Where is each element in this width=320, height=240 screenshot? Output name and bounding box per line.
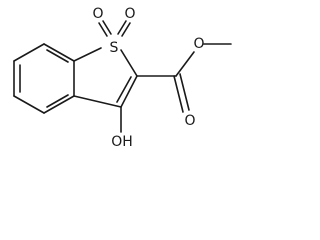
bond-c3a-c7a xyxy=(43,43,75,62)
atom-label-ester-ether-oxygen: O xyxy=(193,36,204,52)
bond-s-o-left-b xyxy=(102,20,112,35)
structure-diagram: S O O O O OH xyxy=(13,6,232,150)
bond-ester-c-carbonyl-o-a xyxy=(173,75,184,113)
bond-s-o-left-a xyxy=(98,22,108,37)
bond-c7a-c4 xyxy=(13,43,45,62)
bond-inner-bottom xyxy=(46,94,69,108)
bond-c6-c7 xyxy=(43,95,75,114)
atom-label-hydroxyl: OH xyxy=(111,134,133,150)
atom-label-sulfonyl-oxygen-right: O xyxy=(124,6,135,22)
sulfonyl-group xyxy=(98,20,131,37)
bond-inner-top xyxy=(46,49,69,63)
methyl-ester-group xyxy=(136,43,232,113)
bond-c5-c6 xyxy=(13,95,45,114)
atom-label-sulfur: S xyxy=(110,40,119,56)
atom-label-sulfonyl-oxygen-left: O xyxy=(92,6,103,22)
atom-labels: S O O O O OH xyxy=(92,6,204,150)
bond-s-o-right-a xyxy=(117,20,127,35)
thiophene-dioxide-ring xyxy=(73,47,138,108)
molecule-canvas: S O O O O OH xyxy=(0,0,238,160)
bond-ester-c-carbonyl-o-b xyxy=(179,73,190,111)
bond-c3-c3a xyxy=(73,95,122,108)
bond-c7a-s xyxy=(73,47,102,62)
bond-c2-c3 xyxy=(120,75,138,108)
benzene-ring xyxy=(13,43,75,114)
bond-s-c2 xyxy=(120,49,138,77)
bond-s-o-right-b xyxy=(121,22,131,37)
bond-c2-c3-inner xyxy=(116,76,132,103)
bond-ester-c-ether-o xyxy=(175,51,195,77)
atom-label-ester-carbonyl-oxygen: O xyxy=(184,113,195,129)
